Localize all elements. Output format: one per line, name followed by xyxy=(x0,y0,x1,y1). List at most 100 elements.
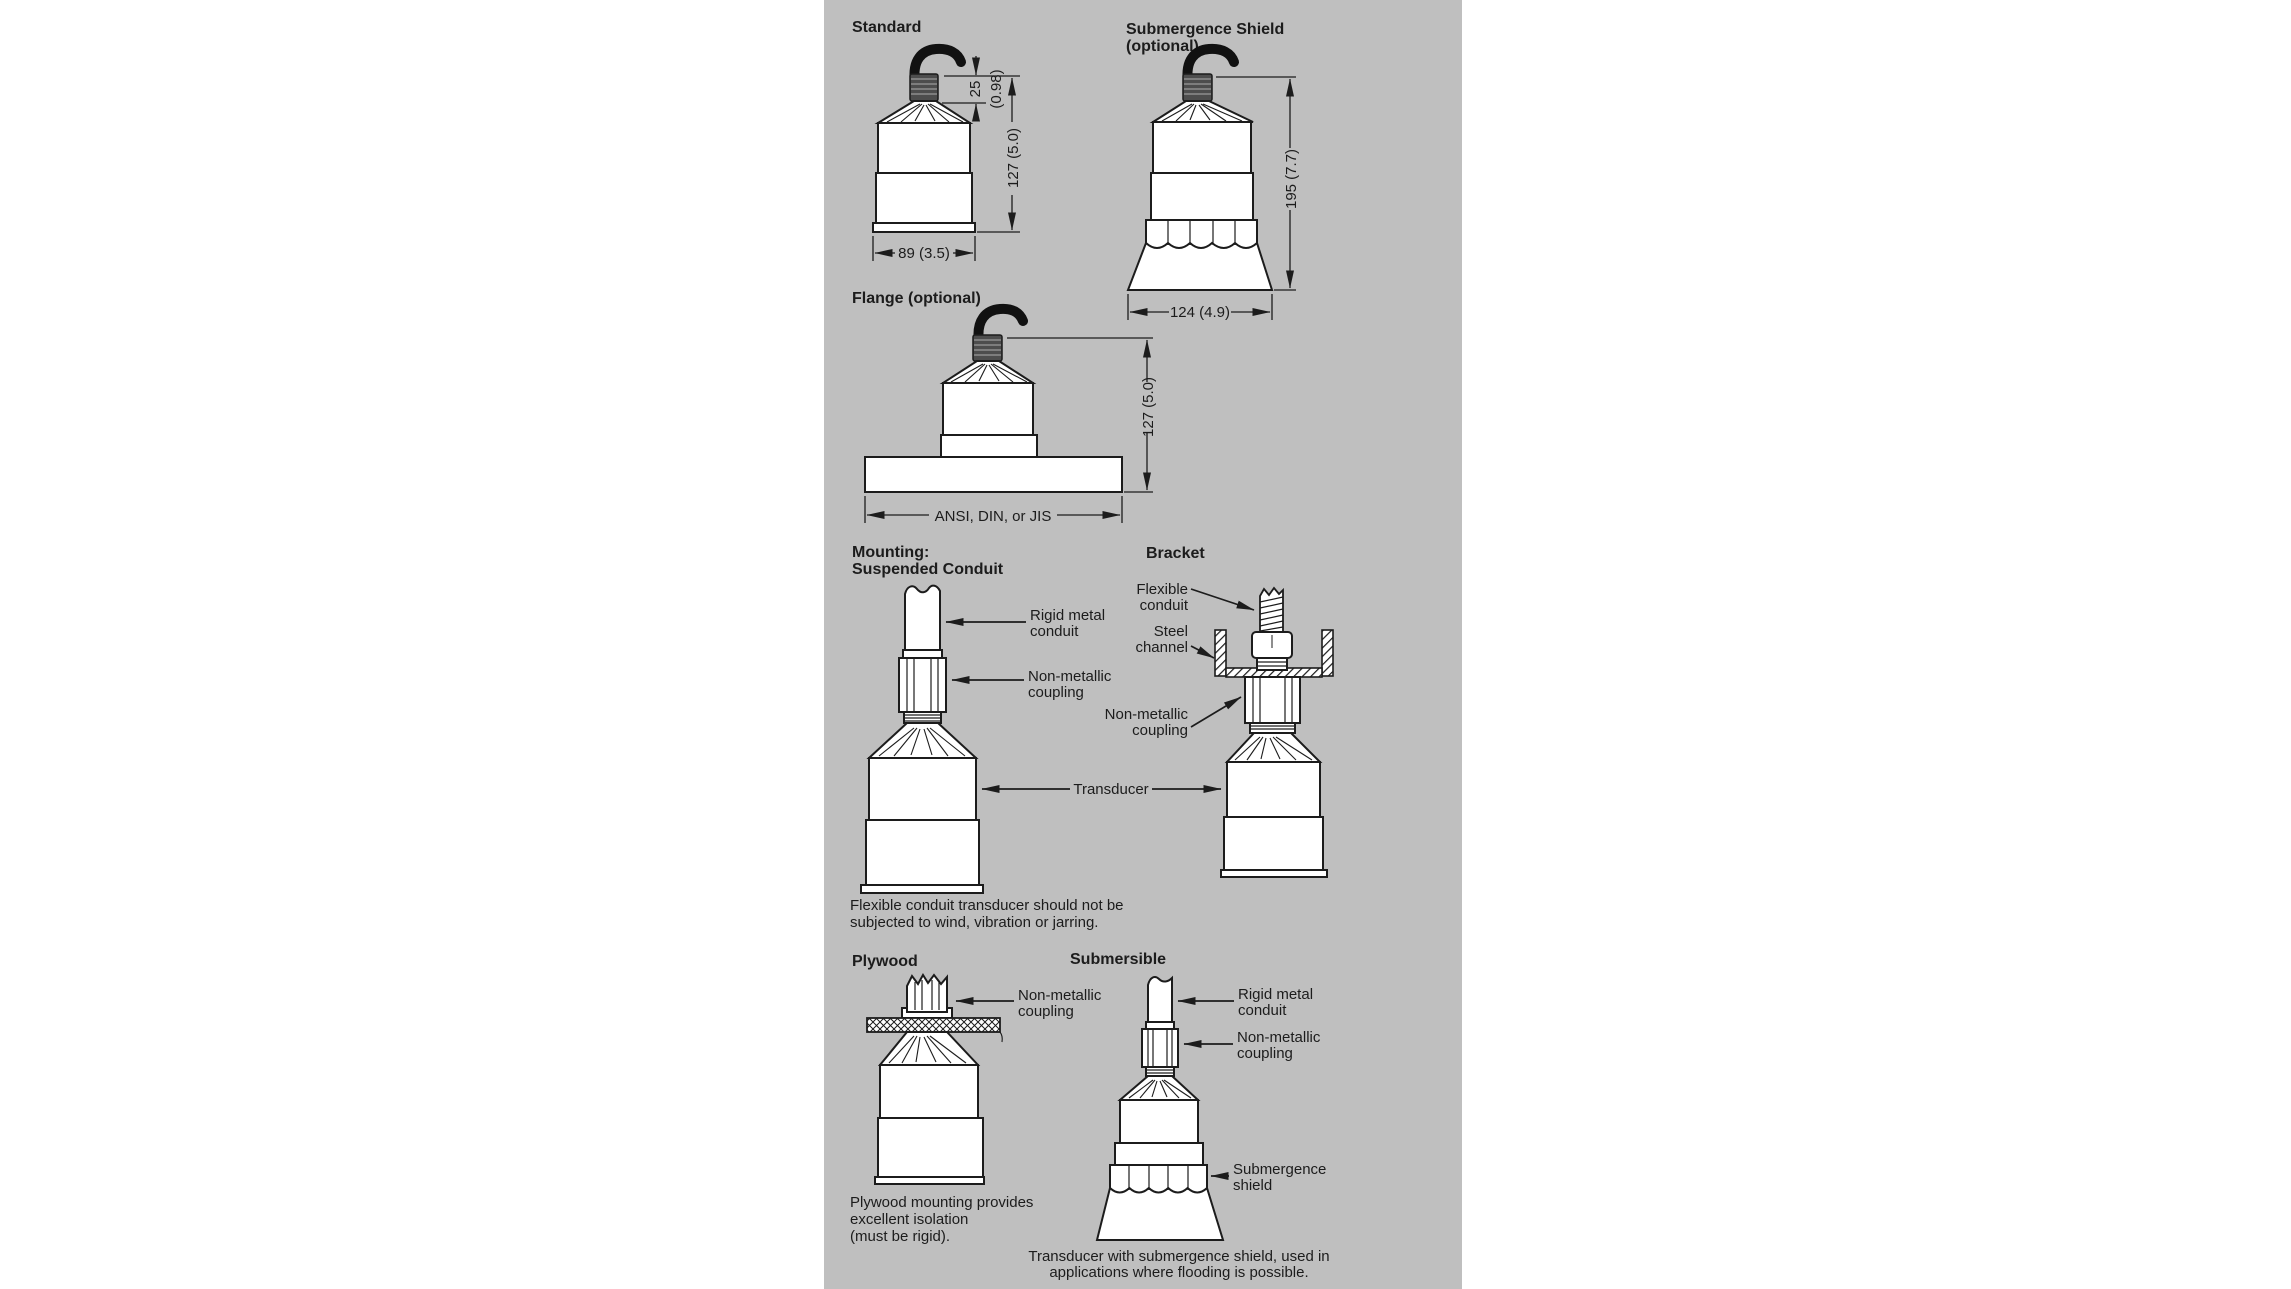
standard-title: Standard xyxy=(852,19,921,36)
flange-plate xyxy=(864,456,1123,493)
conduit-joint xyxy=(1145,1021,1175,1030)
submersible-coupling-label-line1: Non-metallic xyxy=(1237,1029,1321,1046)
collar-dividers xyxy=(1128,1165,1189,1190)
submersible-rigid-label-line2: conduit xyxy=(1238,1002,1287,1019)
standard-dimensions: 25 (0.98) 127 (5.0) 89 (3.5) xyxy=(872,56,1022,262)
shield-skirt xyxy=(1095,1187,1225,1241)
rigid-conduit xyxy=(904,584,941,653)
threaded-neck xyxy=(972,334,1003,362)
transducer-label: Transducer xyxy=(1073,781,1148,798)
submersible-shield-label-line1: Submergence xyxy=(1233,1161,1326,1178)
cable xyxy=(973,303,1028,347)
plywood-board xyxy=(866,1017,1001,1033)
shield-transducer xyxy=(1126,43,1274,291)
channel-left-wall xyxy=(1214,629,1227,677)
body-lower xyxy=(865,819,980,886)
cable xyxy=(909,43,966,87)
plywood-coupling-label-line2: coupling xyxy=(1018,1003,1074,1020)
collar-ribs xyxy=(1258,661,1286,667)
body-lower xyxy=(940,434,1038,458)
submersible-transducer xyxy=(1095,975,1225,1241)
submergence-shield-section: Submergence Shield (optional) xyxy=(1126,21,1300,321)
threaded-neck xyxy=(1182,73,1213,102)
flange-transducer xyxy=(864,303,1123,493)
submersible-labels: Rigid metal conduit Non-metallic couplin… xyxy=(1028,986,1329,1281)
coupling-threads xyxy=(1249,722,1296,734)
body-lower xyxy=(1150,172,1254,221)
dim-neck-in: (0.98) xyxy=(988,69,1005,108)
nut-collar xyxy=(1256,657,1288,671)
body-lower xyxy=(1223,816,1324,871)
cone xyxy=(866,722,979,759)
neck-ribs xyxy=(1184,78,1211,95)
standard-transducer xyxy=(872,43,976,233)
dim-height: 195 (7.7) xyxy=(1283,149,1300,209)
collar-dividers xyxy=(1167,220,1236,245)
flex-corrugation xyxy=(1259,596,1284,632)
dim-width: 124 (4.9) xyxy=(1170,304,1230,321)
suspended-transducer xyxy=(860,584,984,894)
neck-ribs xyxy=(911,78,937,95)
conduit-joint xyxy=(902,649,943,659)
base-flange xyxy=(1220,869,1328,878)
body-lower xyxy=(877,1117,984,1178)
coupling-label-line1: Non-metallic xyxy=(1028,668,1112,685)
plywood-labels: Non-metallic coupling Plywood mounting p… xyxy=(850,987,1102,1245)
coupling-flats xyxy=(914,980,940,1010)
steel-leader xyxy=(1190,645,1215,659)
body-upper xyxy=(942,382,1034,436)
coupling-flats xyxy=(1147,1030,1173,1066)
body-upper xyxy=(879,1064,979,1119)
suspended-conduit-section: Mounting: Suspended Conduit xyxy=(850,544,1222,931)
plywood-section: Plywood xyxy=(850,953,1102,1245)
cone-hatch xyxy=(888,1035,967,1064)
coupling-label-line2: coupling xyxy=(1028,684,1084,701)
rigid-conduit xyxy=(1147,975,1173,1023)
coupling xyxy=(906,973,948,1013)
neck-ribs xyxy=(974,339,1001,356)
suspended-labels: Rigid metal conduit Non-metallic couplin… xyxy=(850,607,1222,931)
cable xyxy=(1182,43,1239,87)
shield-collar xyxy=(1145,219,1258,249)
body-upper xyxy=(1152,121,1252,174)
coupling-flats xyxy=(906,659,939,711)
coupling xyxy=(898,657,947,713)
submersible-rigid-label-line1: Rigid metal xyxy=(1238,986,1313,1003)
shield-skirt xyxy=(1126,242,1274,291)
base-flange xyxy=(874,1176,985,1185)
cone xyxy=(1149,100,1254,123)
flexible-label-line1: Flexible xyxy=(1136,581,1188,598)
thread-ribs xyxy=(1251,725,1294,730)
thread-ribs xyxy=(905,714,940,722)
submersible-shield-label-line2: shield xyxy=(1233,1177,1272,1194)
flexible-label-line2: conduit xyxy=(1140,597,1189,614)
plywood-coupling-label-line1: Non-metallic xyxy=(1018,987,1102,1004)
thread-ribs xyxy=(1147,1069,1173,1074)
bracket-section: Bracket xyxy=(1105,545,1334,878)
cone xyxy=(939,360,1037,384)
flange-dimensions: 127 (5.0) ANSI, DIN, or JIS xyxy=(864,337,1157,525)
dim-height: 127 (5.0) xyxy=(1005,128,1022,188)
suspended-note-line1: Flexible conduit transducer should not b… xyxy=(850,897,1124,914)
dim-neck-mm: 25 xyxy=(967,81,984,98)
body-upper xyxy=(868,757,977,821)
flange-standards-label: ANSI, DIN, or JIS xyxy=(935,508,1052,525)
plywood-mount xyxy=(866,973,1003,1185)
submersible-coupling-label-line2: coupling xyxy=(1237,1045,1293,1062)
bracket-title: Bracket xyxy=(1146,545,1205,562)
bracket-mount xyxy=(1214,586,1334,878)
body-upper xyxy=(877,122,971,174)
transducer-diagram: Standard xyxy=(850,19,1334,1281)
bracket-coupling-label-line1: Non-metallic xyxy=(1105,706,1189,723)
cone-hatch xyxy=(1234,736,1313,761)
cone-hatch xyxy=(1161,103,1243,122)
plywood-note-line3: (must be rigid). xyxy=(850,1228,950,1245)
coupling-threads xyxy=(1145,1066,1175,1077)
rigid-metal-label-line2: conduit xyxy=(1030,623,1079,640)
standard-section: Standard xyxy=(852,19,1022,262)
submersible-note-line2: applications where flooding is possible. xyxy=(1049,1264,1308,1281)
flexible-leader xyxy=(1190,588,1255,611)
threaded-neck xyxy=(909,73,939,102)
submersible-note-line1: Transducer with submergence shield, used… xyxy=(1028,1248,1329,1265)
